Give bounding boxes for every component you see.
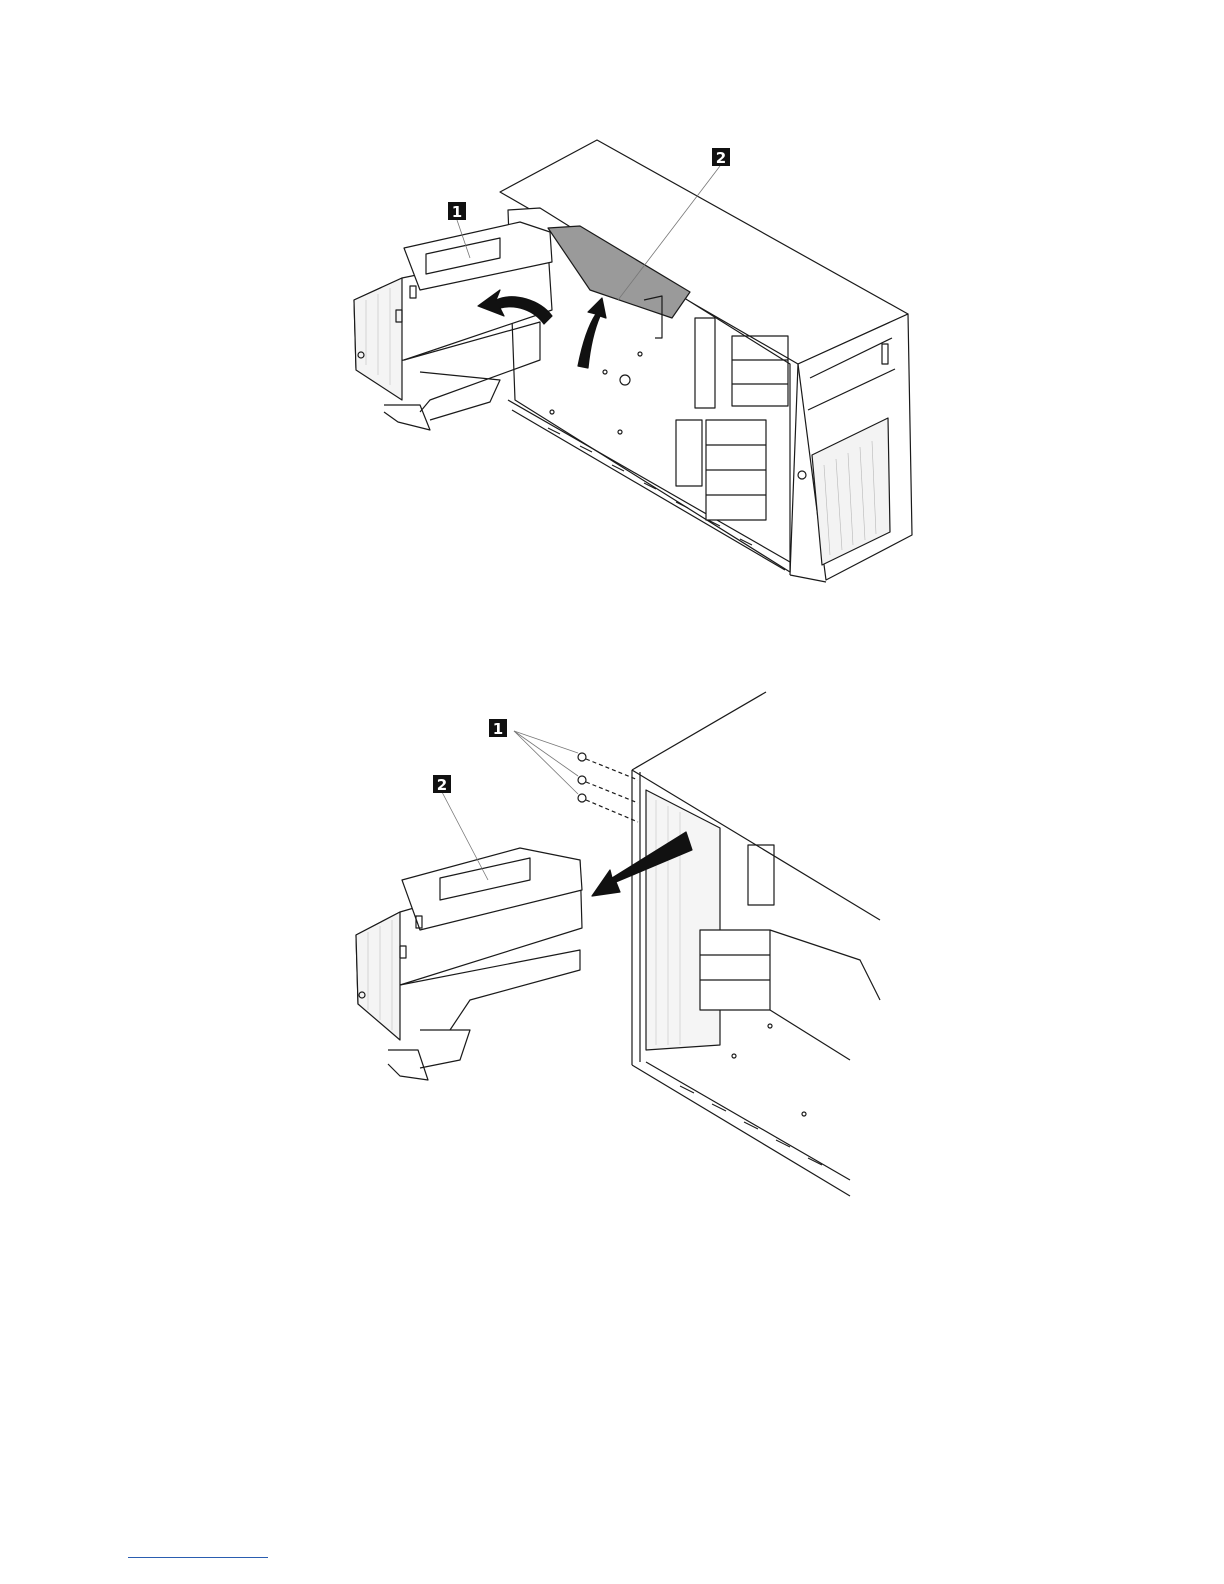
- screw-icon: [578, 776, 638, 803]
- server-chassis: [500, 140, 912, 582]
- server-chassis: [632, 692, 880, 1196]
- footer-rule: [128, 1557, 268, 1558]
- screws: [578, 753, 638, 822]
- diagram-top: 1 2: [0, 100, 1224, 620]
- fan-cage-assembly: [356, 832, 692, 1080]
- callout-label: 2: [716, 149, 726, 167]
- diagram-bottom: 1 2: [0, 660, 1224, 1220]
- screw-icon: [578, 753, 638, 780]
- screw-icon: [578, 794, 638, 822]
- callout-1: 1: [489, 719, 578, 794]
- callout-label: 2: [437, 776, 447, 794]
- callout-label: 1: [452, 203, 462, 221]
- callout-label: 1: [493, 720, 503, 738]
